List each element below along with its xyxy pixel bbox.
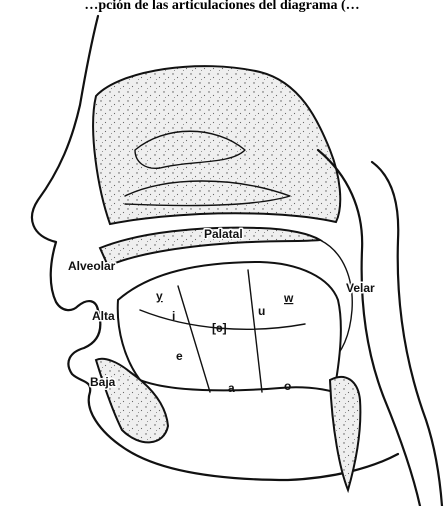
vowel-e: e <box>176 349 183 363</box>
vowel-i: i <box>172 309 175 323</box>
nasal-cavity-tissue <box>93 66 340 224</box>
vowel-schwa: [ə] <box>212 321 227 335</box>
vowel-a: a <box>228 381 235 395</box>
epiglottis <box>330 377 360 490</box>
vowel-y: y <box>156 289 163 303</box>
vowel-u: u <box>258 304 265 318</box>
tongue <box>118 262 341 392</box>
vowel-o: o <box>284 379 291 393</box>
label-alta: Alta <box>92 309 115 323</box>
neck-outline <box>372 162 442 506</box>
label-baja: Baja <box>90 375 116 389</box>
vowel-w: w <box>283 291 294 305</box>
label-palatal: Palatal <box>204 227 243 241</box>
label-alveolar: Alveolar <box>68 259 116 273</box>
label-velar: Velar <box>346 281 375 295</box>
